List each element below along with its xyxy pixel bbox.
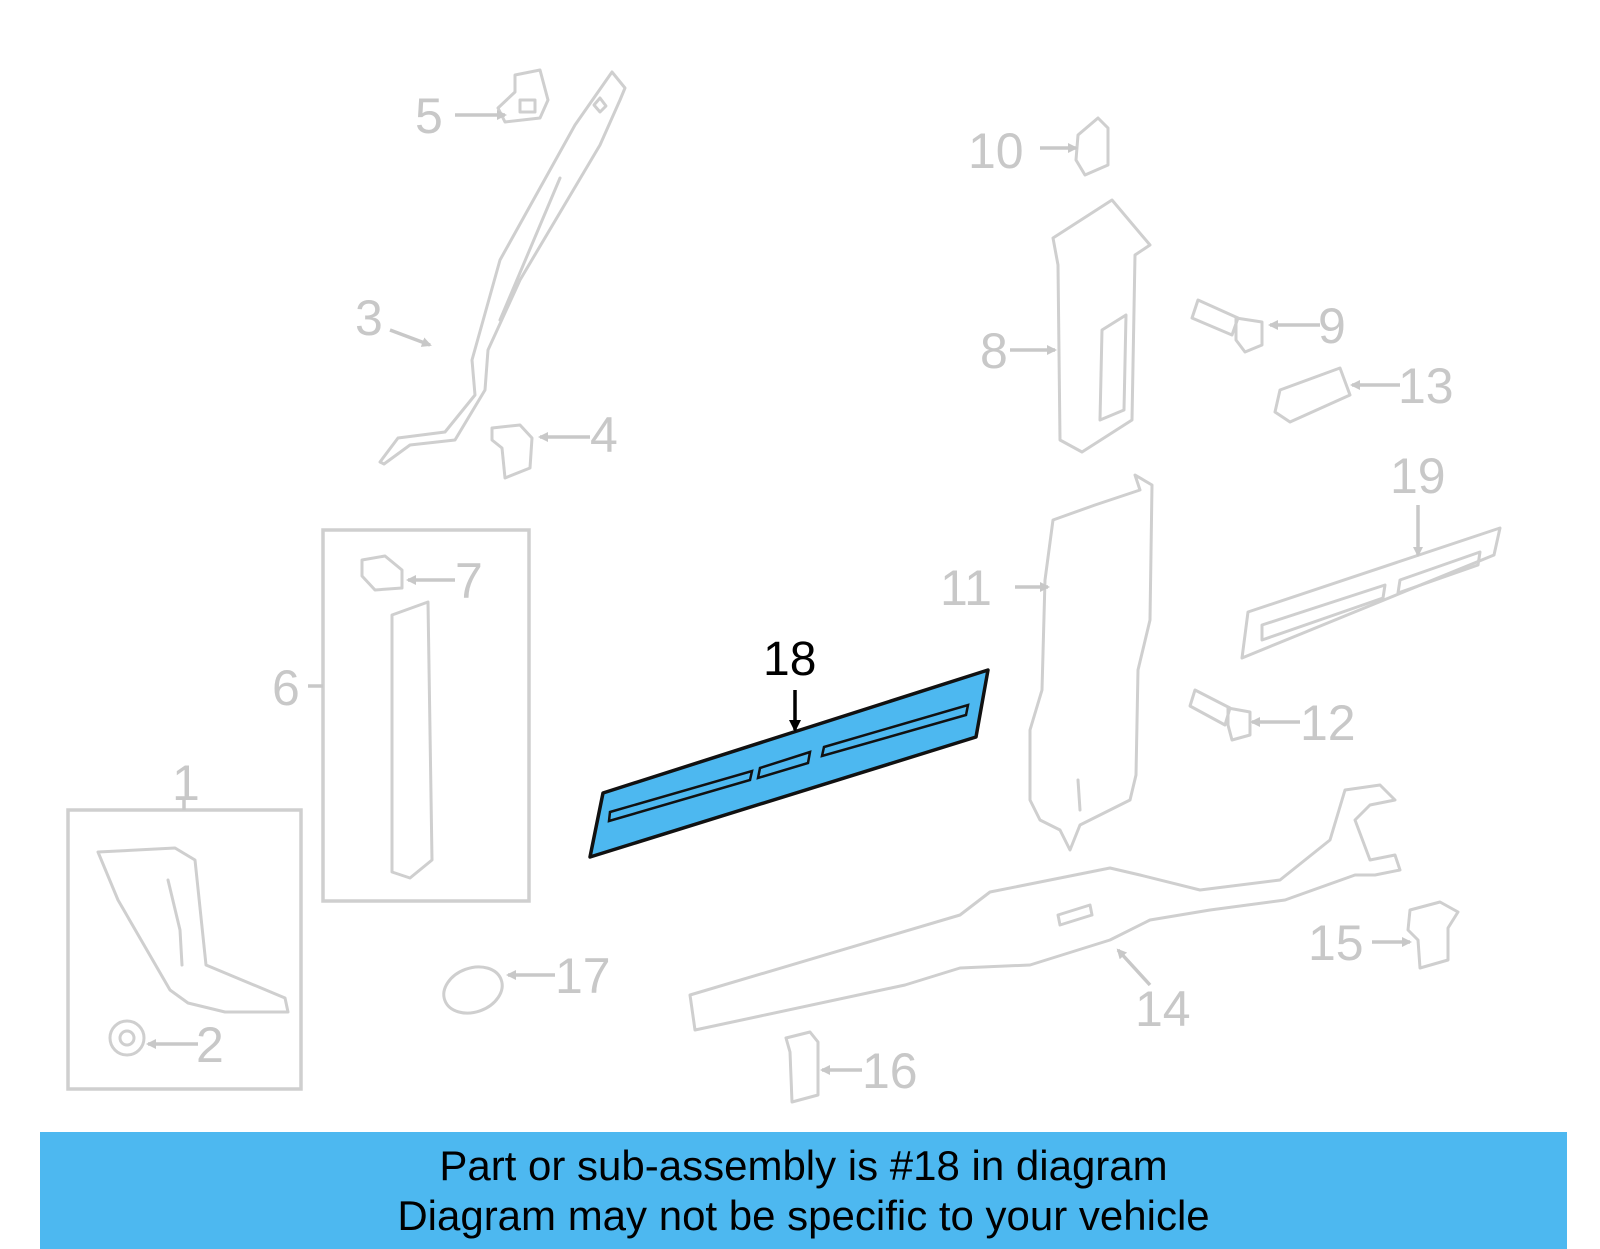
part-11-pillar-lower-trim[interactable] [1028, 473, 1154, 852]
part-6-b-pillar-trim[interactable] [390, 600, 434, 880]
part-7-clip[interactable] [360, 554, 404, 592]
callout-19: 19 [1390, 448, 1446, 504]
callout-13: 13 [1398, 358, 1454, 414]
part-4-clip[interactable] [490, 423, 534, 480]
callout-5: 5 [415, 88, 443, 144]
callout-15: 15 [1308, 915, 1364, 971]
info-banner: Part or sub-assembly is #18 in diagram D… [40, 1132, 1567, 1249]
callout-7: 7 [455, 553, 483, 609]
banner-line-part: Part or sub-assembly is #18 in diagram [439, 1141, 1168, 1189]
callout-16: 16 [862, 1043, 918, 1099]
part-12-bolt[interactable] [1188, 688, 1252, 742]
callout-labels: 1 2 3 4 5 6 7 8 9 10 11 12 13 14 15 16 1… [172, 88, 1454, 1099]
part-13-trim-piece[interactable] [1273, 366, 1352, 424]
part-5-clip[interactable] [496, 68, 550, 124]
part-18-highlighted-panel[interactable] [588, 668, 990, 859]
part-9-bolt[interactable] [1190, 298, 1264, 354]
callout-6: 6 [272, 660, 300, 716]
callout-11: 11 [940, 560, 992, 616]
callout-12: 12 [1300, 695, 1356, 751]
banner-line-disclaimer: Diagram may not be specific to your vehi… [397, 1191, 1210, 1239]
callout-17: 17 [555, 948, 611, 1004]
callout-10: 10 [968, 123, 1024, 179]
callout-14: 14 [1135, 981, 1191, 1037]
callout-8: 8 [980, 323, 1008, 379]
part-14-sill-trim[interactable] [688, 783, 1402, 1032]
part-10-clip[interactable] [1074, 116, 1110, 177]
part-16-clip[interactable] [784, 1030, 820, 1104]
part-17-cap[interactable] [437, 959, 508, 1021]
callout-3: 3 [355, 290, 383, 346]
part-1-kick-panel[interactable] [96, 846, 290, 1014]
part-6-group-box [321, 528, 531, 903]
callout-18: 18 [763, 633, 816, 686]
callout-4: 4 [590, 407, 618, 463]
callout-9: 9 [1318, 298, 1346, 354]
part-15-retainer[interactable] [1406, 900, 1460, 970]
callout-2: 2 [196, 1017, 224, 1073]
callout-1: 1 [172, 755, 200, 811]
part-19-sill-plate[interactable] [1240, 526, 1502, 660]
part-8-pillar-upper-trim[interactable] [1051, 198, 1152, 454]
callout-arrows [146, 110, 1423, 1075]
part-2-push-pin[interactable] [108, 1019, 146, 1057]
part-3-a-pillar-trim[interactable] [378, 70, 627, 466]
